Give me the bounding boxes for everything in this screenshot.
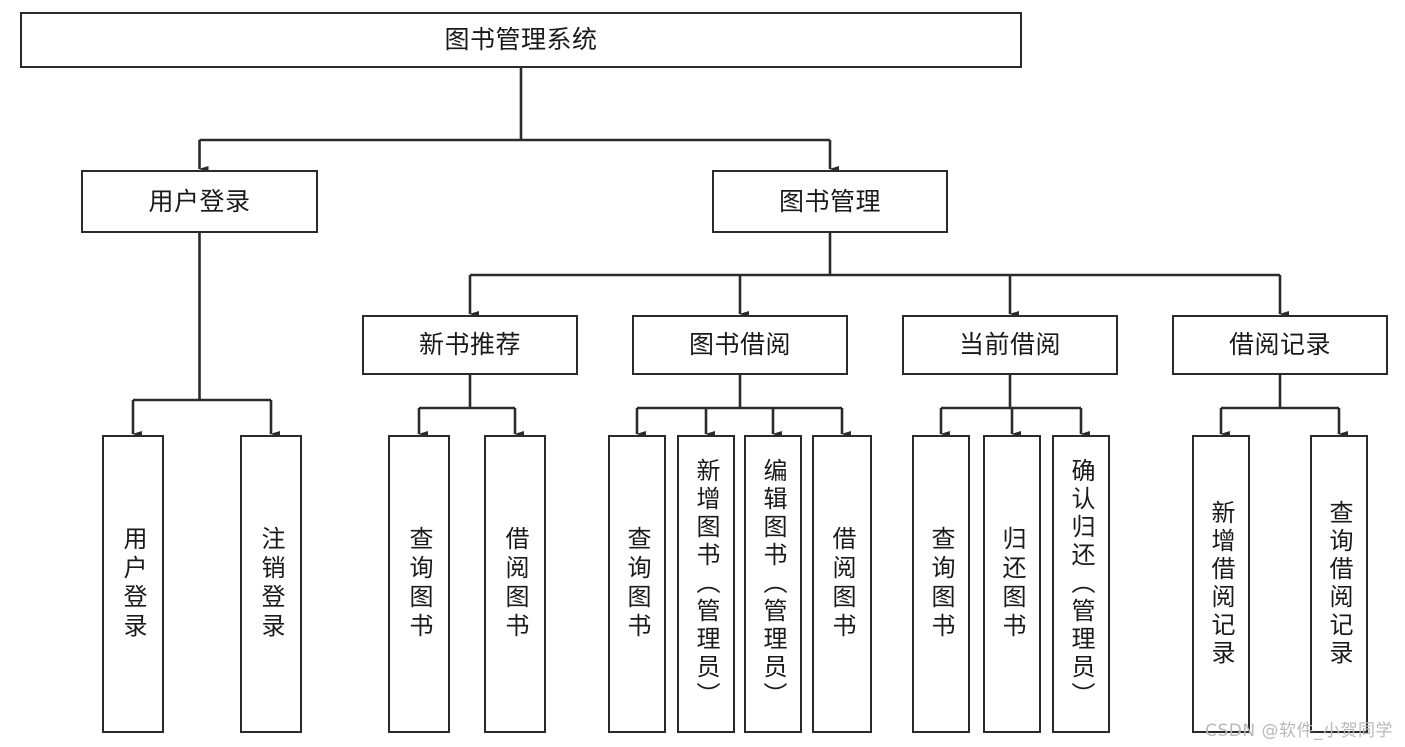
edge-group	[131, 68, 1349, 437]
node-label: 图书管理	[778, 186, 881, 216]
node-label: 新增借阅记录	[1207, 500, 1235, 668]
node-label: 归还图书	[998, 526, 1026, 642]
node-label: 图书借阅	[688, 330, 791, 359]
node-leaf-br-add-record[interactable]: 新增借阅记录	[1192, 435, 1250, 733]
node-label: 用户登录	[119, 526, 147, 642]
node-leaf-rec-query-book[interactable]: 查询图书	[388, 435, 450, 733]
node-label: 图书管理系统	[444, 25, 598, 54]
node-leaf-bb-edit-book[interactable]: 编辑图书（管理员）	[744, 435, 802, 733]
watermark: CSDN @软件_小贺同学	[1205, 721, 1393, 741]
node-label: 当前借阅	[958, 330, 1061, 359]
node-label: 注销登录	[257, 526, 285, 642]
node-root[interactable]: 图书管理系统	[20, 12, 1022, 68]
node-leaf-cb-return-book[interactable]: 归还图书	[983, 435, 1041, 733]
node-label: 查询图书	[405, 526, 433, 642]
node-leaf-user-logout[interactable]: 注销登录	[240, 435, 302, 733]
node-leaf-bb-borrow-book[interactable]: 借阅图书	[812, 435, 872, 733]
node-leaf-rec-borrow-book[interactable]: 借阅图书	[484, 435, 546, 733]
node-leaf-bb-query-book[interactable]: 查询图书	[608, 435, 666, 733]
node-l3-new-book-rec[interactable]: 新书推荐	[362, 315, 578, 375]
node-leaf-bb-add-book[interactable]: 新增图书（管理员）	[677, 435, 735, 733]
node-label: 用户登录	[148, 186, 251, 216]
node-label: 编辑图书（管理员）	[759, 458, 787, 710]
node-label: 借阅图书	[828, 526, 856, 642]
node-label: 查询借阅记录	[1325, 500, 1353, 668]
node-l3-borrow-record[interactable]: 借阅记录	[1172, 315, 1388, 375]
node-label: 借阅图书	[501, 526, 529, 642]
node-leaf-cb-confirm[interactable]: 确认归还（管理员）	[1052, 435, 1110, 733]
node-label: 确认归还（管理员）	[1067, 458, 1095, 710]
node-label: 新书推荐	[418, 330, 521, 359]
node-leaf-br-query-record[interactable]: 查询借阅记录	[1310, 435, 1368, 733]
node-l3-current-borrow[interactable]: 当前借阅	[902, 315, 1118, 375]
node-leaf-user-login[interactable]: 用户登录	[102, 435, 164, 733]
node-label: 查询图书	[927, 526, 955, 642]
node-l2-user-login[interactable]: 用户登录	[81, 170, 318, 233]
node-label: 查询图书	[623, 526, 651, 642]
node-leaf-cb-query-book[interactable]: 查询图书	[912, 435, 970, 733]
node-l2-book-manage[interactable]: 图书管理	[712, 170, 948, 233]
node-label: 新增图书（管理员）	[692, 458, 720, 710]
node-l3-book-borrow[interactable]: 图书借阅	[632, 315, 848, 375]
node-label: 借阅记录	[1228, 330, 1331, 359]
